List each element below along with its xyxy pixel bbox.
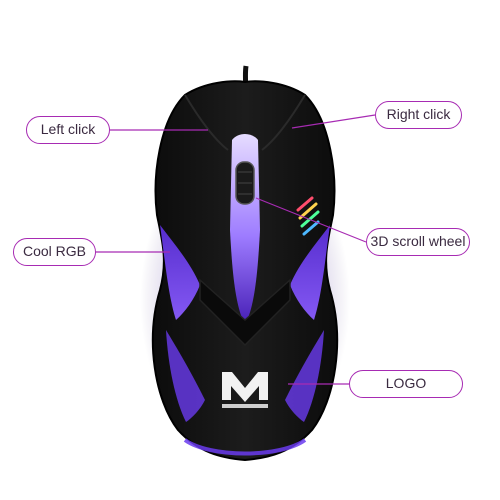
callout-leaders — [96, 114, 376, 385]
right-click-callout: Right click — [375, 101, 462, 129]
left-click-callout: Left click — [26, 116, 110, 144]
scroll-wheel-callout: 3D scroll wheel — [366, 228, 470, 256]
cool-rgb-callout: Cool RGB — [13, 238, 96, 266]
brand-logo — [222, 372, 268, 408]
logo-callout: LOGO — [349, 370, 463, 398]
